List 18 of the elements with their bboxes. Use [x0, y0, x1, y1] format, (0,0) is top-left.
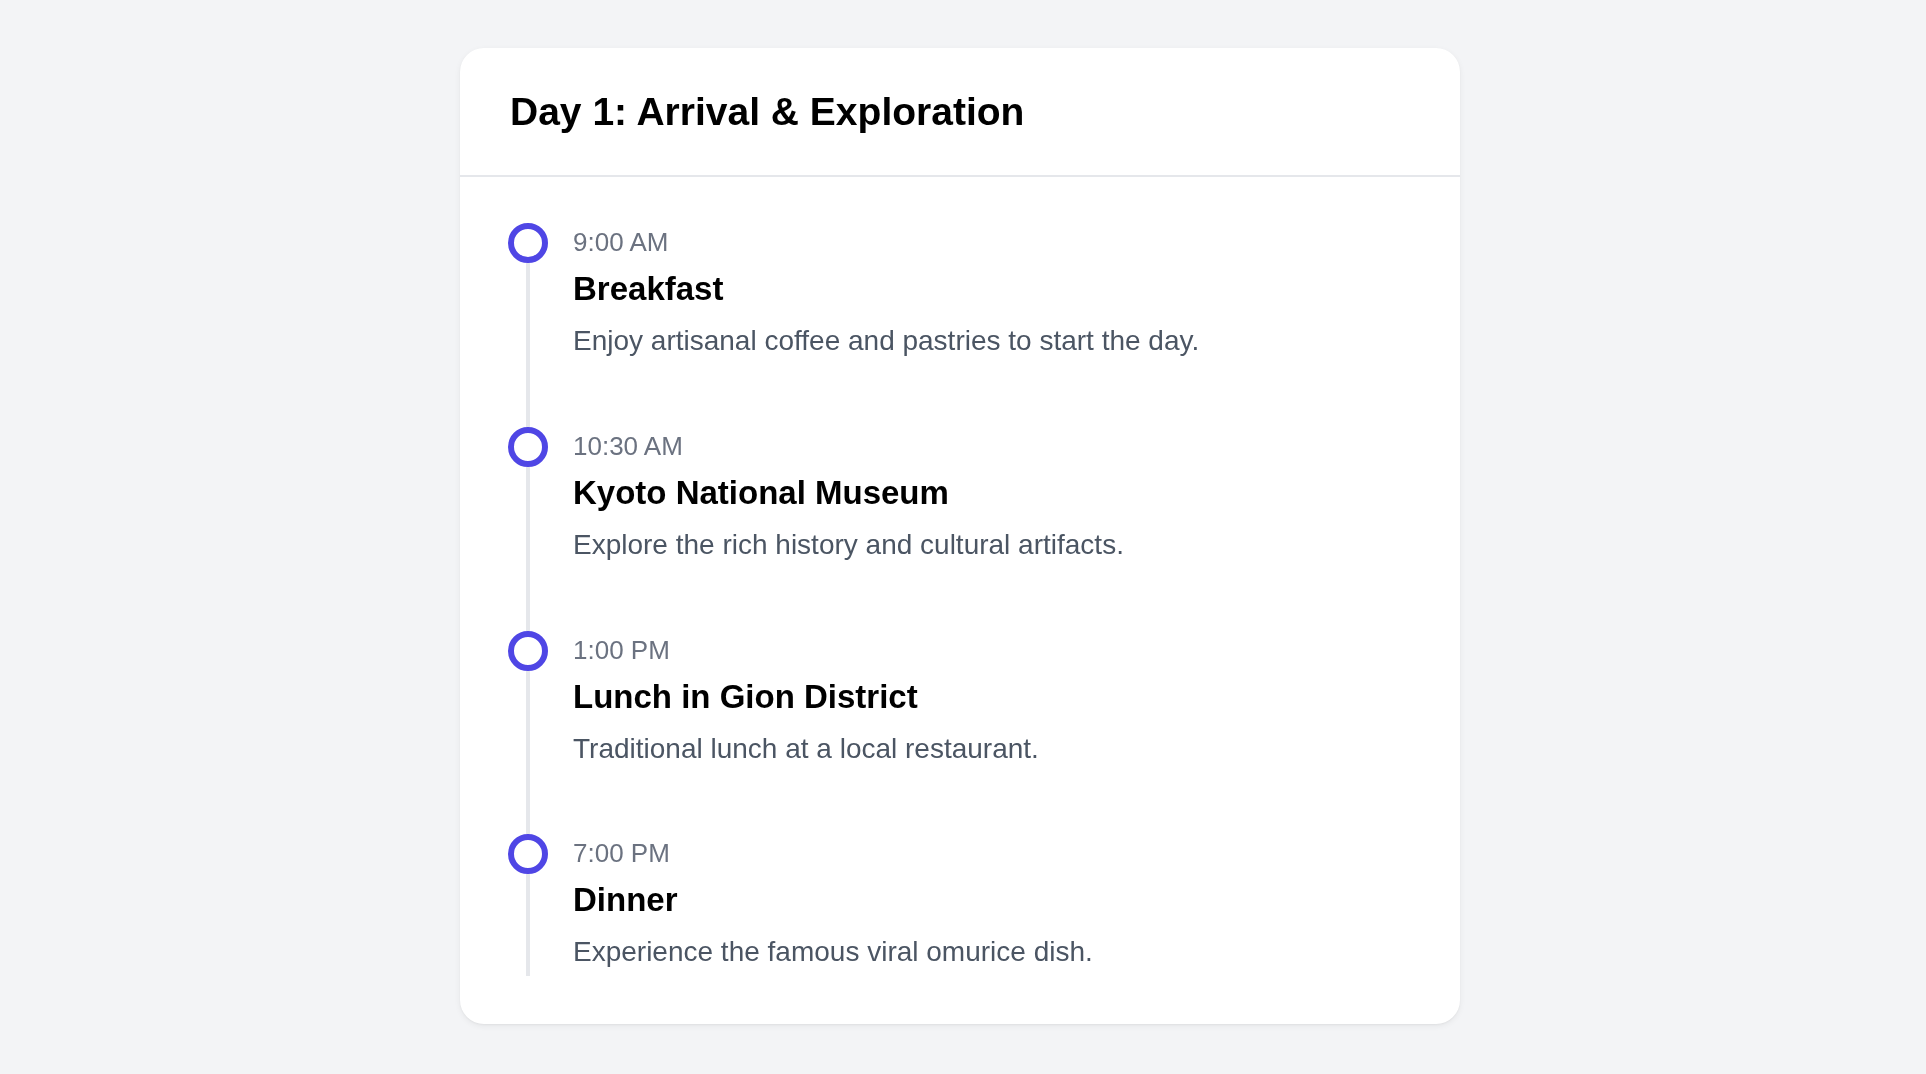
- event-time: 7:00 PM: [573, 837, 670, 869]
- event-title: Breakfast: [573, 269, 724, 309]
- event-title: Dinner: [573, 880, 678, 920]
- timeline-marker: [508, 834, 548, 874]
- event-title: Lunch in Gion District: [573, 677, 918, 717]
- event-description: Enjoy artisanal coffee and pastries to start the day.: [573, 324, 1200, 358]
- timeline-marker: [508, 223, 548, 263]
- timeline-marker: [508, 427, 548, 467]
- card: [460, 48, 1460, 1024]
- event-time: 1:00 PM: [573, 634, 670, 666]
- event-description: Experience the famous viral omurice dish.: [573, 935, 1093, 969]
- event-description: Traditional lunch at a local restaurant.: [573, 732, 1039, 766]
- card-title: Day 1: Arrival & Exploration: [510, 89, 1025, 135]
- event-time: 10:30 AM: [573, 430, 683, 462]
- timeline-marker: [508, 631, 548, 671]
- event-description: Explore the rich history and cultural artifacts.: [573, 528, 1124, 562]
- event-title: Kyoto National Museum: [573, 473, 949, 513]
- event-time: 9:00 AM: [573, 226, 669, 258]
